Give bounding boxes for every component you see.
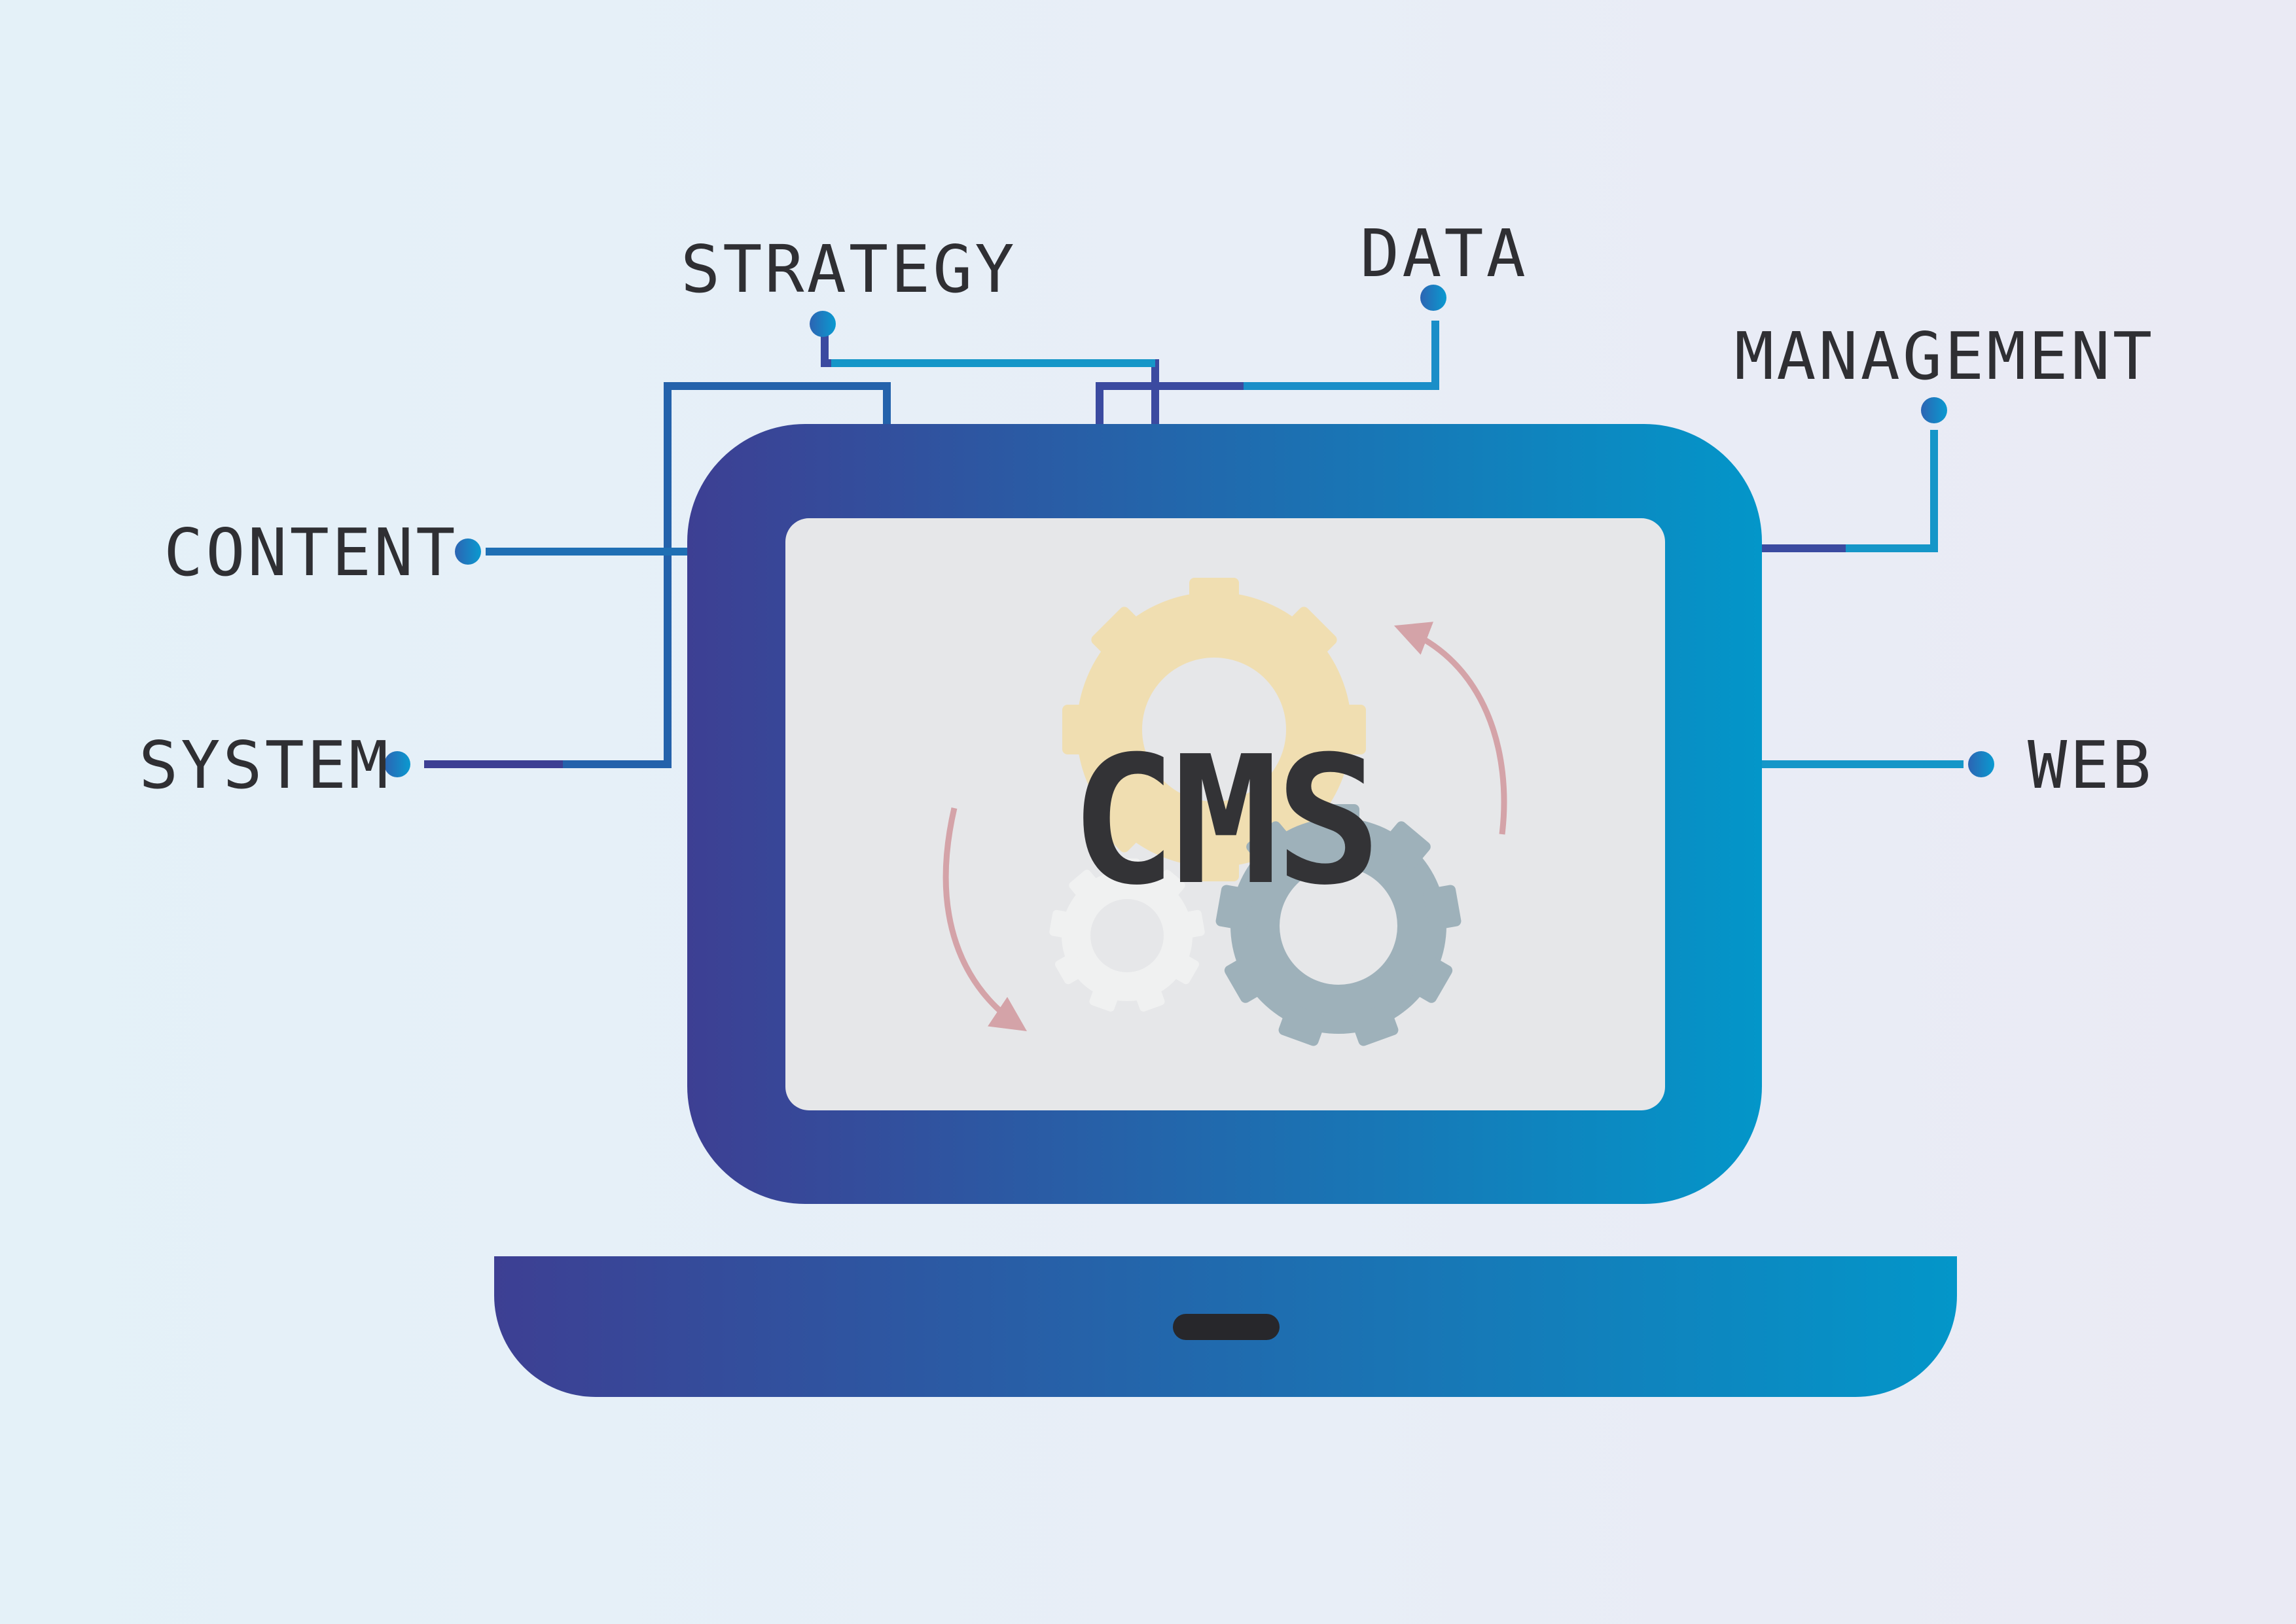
cycle-arrow-icon (942, 622, 1507, 1031)
dot-data (1420, 285, 1446, 311)
label-data: DATA (1360, 215, 1528, 292)
dot-strategy (810, 311, 836, 337)
gear-gray (1215, 804, 1462, 1046)
gear-white (1049, 858, 1205, 1012)
label-strategy: STRATEGY (681, 231, 1017, 308)
dot-system (384, 751, 410, 777)
connector-data (1096, 321, 1439, 425)
arrow-bottom-left (942, 807, 1027, 1031)
label-web: WEB (2028, 727, 2154, 803)
gear-yellow (1062, 578, 1366, 881)
dot-management (1921, 397, 1947, 423)
dot-web (1968, 751, 1994, 777)
connector-content-system (424, 382, 891, 768)
connector-management (1762, 430, 1938, 552)
connector-strategy (821, 334, 1159, 425)
cms-title: CMS (1070, 718, 1382, 924)
label-system: SYSTEM (139, 727, 391, 803)
connector-lines (424, 321, 1964, 768)
gears-icon (1049, 578, 1462, 1046)
laptop-trackpad-notch (1173, 1314, 1280, 1340)
connector-data-inner (1096, 382, 1244, 425)
label-dots (384, 285, 1994, 777)
arrow-top-right (1393, 622, 1507, 835)
label-content: CONTENT (164, 514, 458, 591)
dot-content (455, 538, 481, 565)
label-management: MANAGEMENT (1734, 318, 2155, 395)
